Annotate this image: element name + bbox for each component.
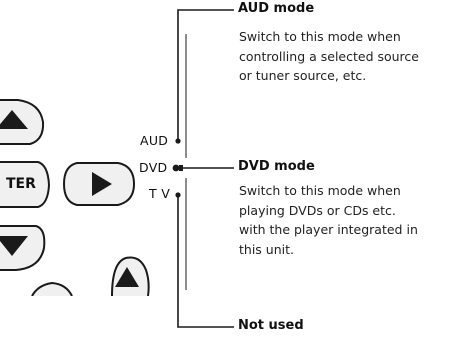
tv-leader-line bbox=[177, 195, 234, 328]
aud-switch-label: AUD bbox=[140, 133, 169, 148]
up-button-partial bbox=[0, 99, 45, 145]
round-button-partial bbox=[31, 281, 73, 297]
aud-desc-line: or tuner source, etc. bbox=[239, 68, 367, 83]
tv-switch-label: T V bbox=[149, 186, 171, 201]
mode-switch bbox=[172, 138, 183, 198]
aud-desc-line: Switch to this mode when bbox=[239, 29, 401, 44]
round-up-button bbox=[111, 256, 150, 297]
down-triangle-icon bbox=[0, 236, 28, 256]
down-button-partial bbox=[0, 225, 46, 271]
dvd-desc-line: this unit. bbox=[239, 241, 294, 257]
enter-button-label: TER bbox=[6, 176, 36, 192]
tv-mode-title: Not used bbox=[238, 318, 304, 333]
leader-lines bbox=[177, 9, 234, 328]
up-triangle-icon bbox=[0, 110, 28, 129]
aud-mode-title: AUD mode bbox=[238, 1, 315, 16]
dvd-mode-title: DVD mode bbox=[238, 159, 315, 174]
dvd-desc-line: with the player integrated in bbox=[239, 222, 418, 237]
dvd-desc-line: Switch to this mode when bbox=[239, 183, 401, 198]
enter-button-partial bbox=[0, 161, 51, 208]
aud-leader-line bbox=[177, 9, 234, 141]
right-triangle-icon bbox=[92, 172, 112, 196]
aud-mode-description: Switch to this mode when controlling a s… bbox=[239, 27, 457, 86]
aud-desc-line: controlling a selected source bbox=[239, 48, 419, 64]
dvd-desc-line: playing DVDs or CDs etc. bbox=[239, 202, 396, 218]
dvd-position-dot bbox=[172, 164, 180, 172]
up-triangle-icon bbox=[115, 267, 139, 287]
right-button bbox=[62, 162, 136, 206]
dvd-switch-label: DVD bbox=[139, 160, 168, 175]
dvd-mode-description: Switch to this mode when playing DVDs or… bbox=[239, 181, 457, 259]
